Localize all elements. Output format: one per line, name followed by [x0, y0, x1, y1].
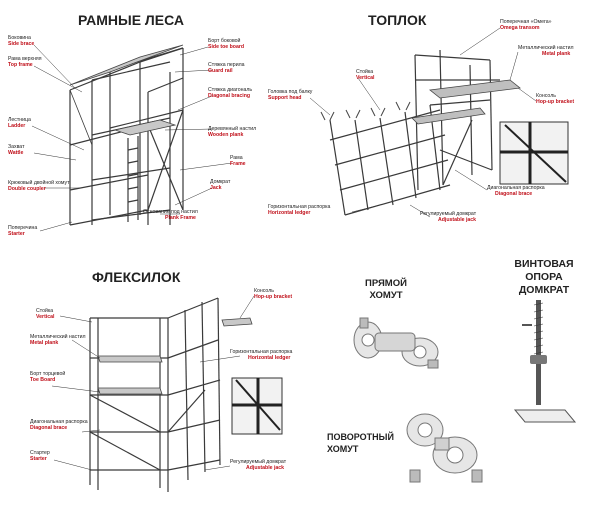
- straight-clamp-drawing: [353, 317, 439, 369]
- frame-scaffold-drawing: [69, 47, 184, 226]
- frame-scaffold-title: РАМНЫЕ ЛЕСА: [78, 12, 184, 28]
- swivel-clamp-title: ПОВОРОТНЫЙ ХОМУТ: [327, 432, 394, 454]
- screw-jack-drawing: [513, 300, 577, 423]
- flexilock-title: ФЛЕКСИЛОК: [92, 269, 181, 285]
- swivel-clamp-drawing: [406, 413, 483, 483]
- cuplock-title: ТОПЛОК: [368, 12, 427, 28]
- cuplock-scaffold-drawing: [329, 49, 500, 216]
- straight-clamp-title: ПРЯМОЙ ХОМУТ: [365, 278, 407, 302]
- label-omega-transom: Поперечная «Омега»Omega transom: [500, 19, 552, 31]
- screw-jack-title: ВИНТОВАЯ ОПОРА ДОМКРАТ: [514, 258, 574, 297]
- flexilock-scaffold-drawing: [89, 297, 221, 492]
